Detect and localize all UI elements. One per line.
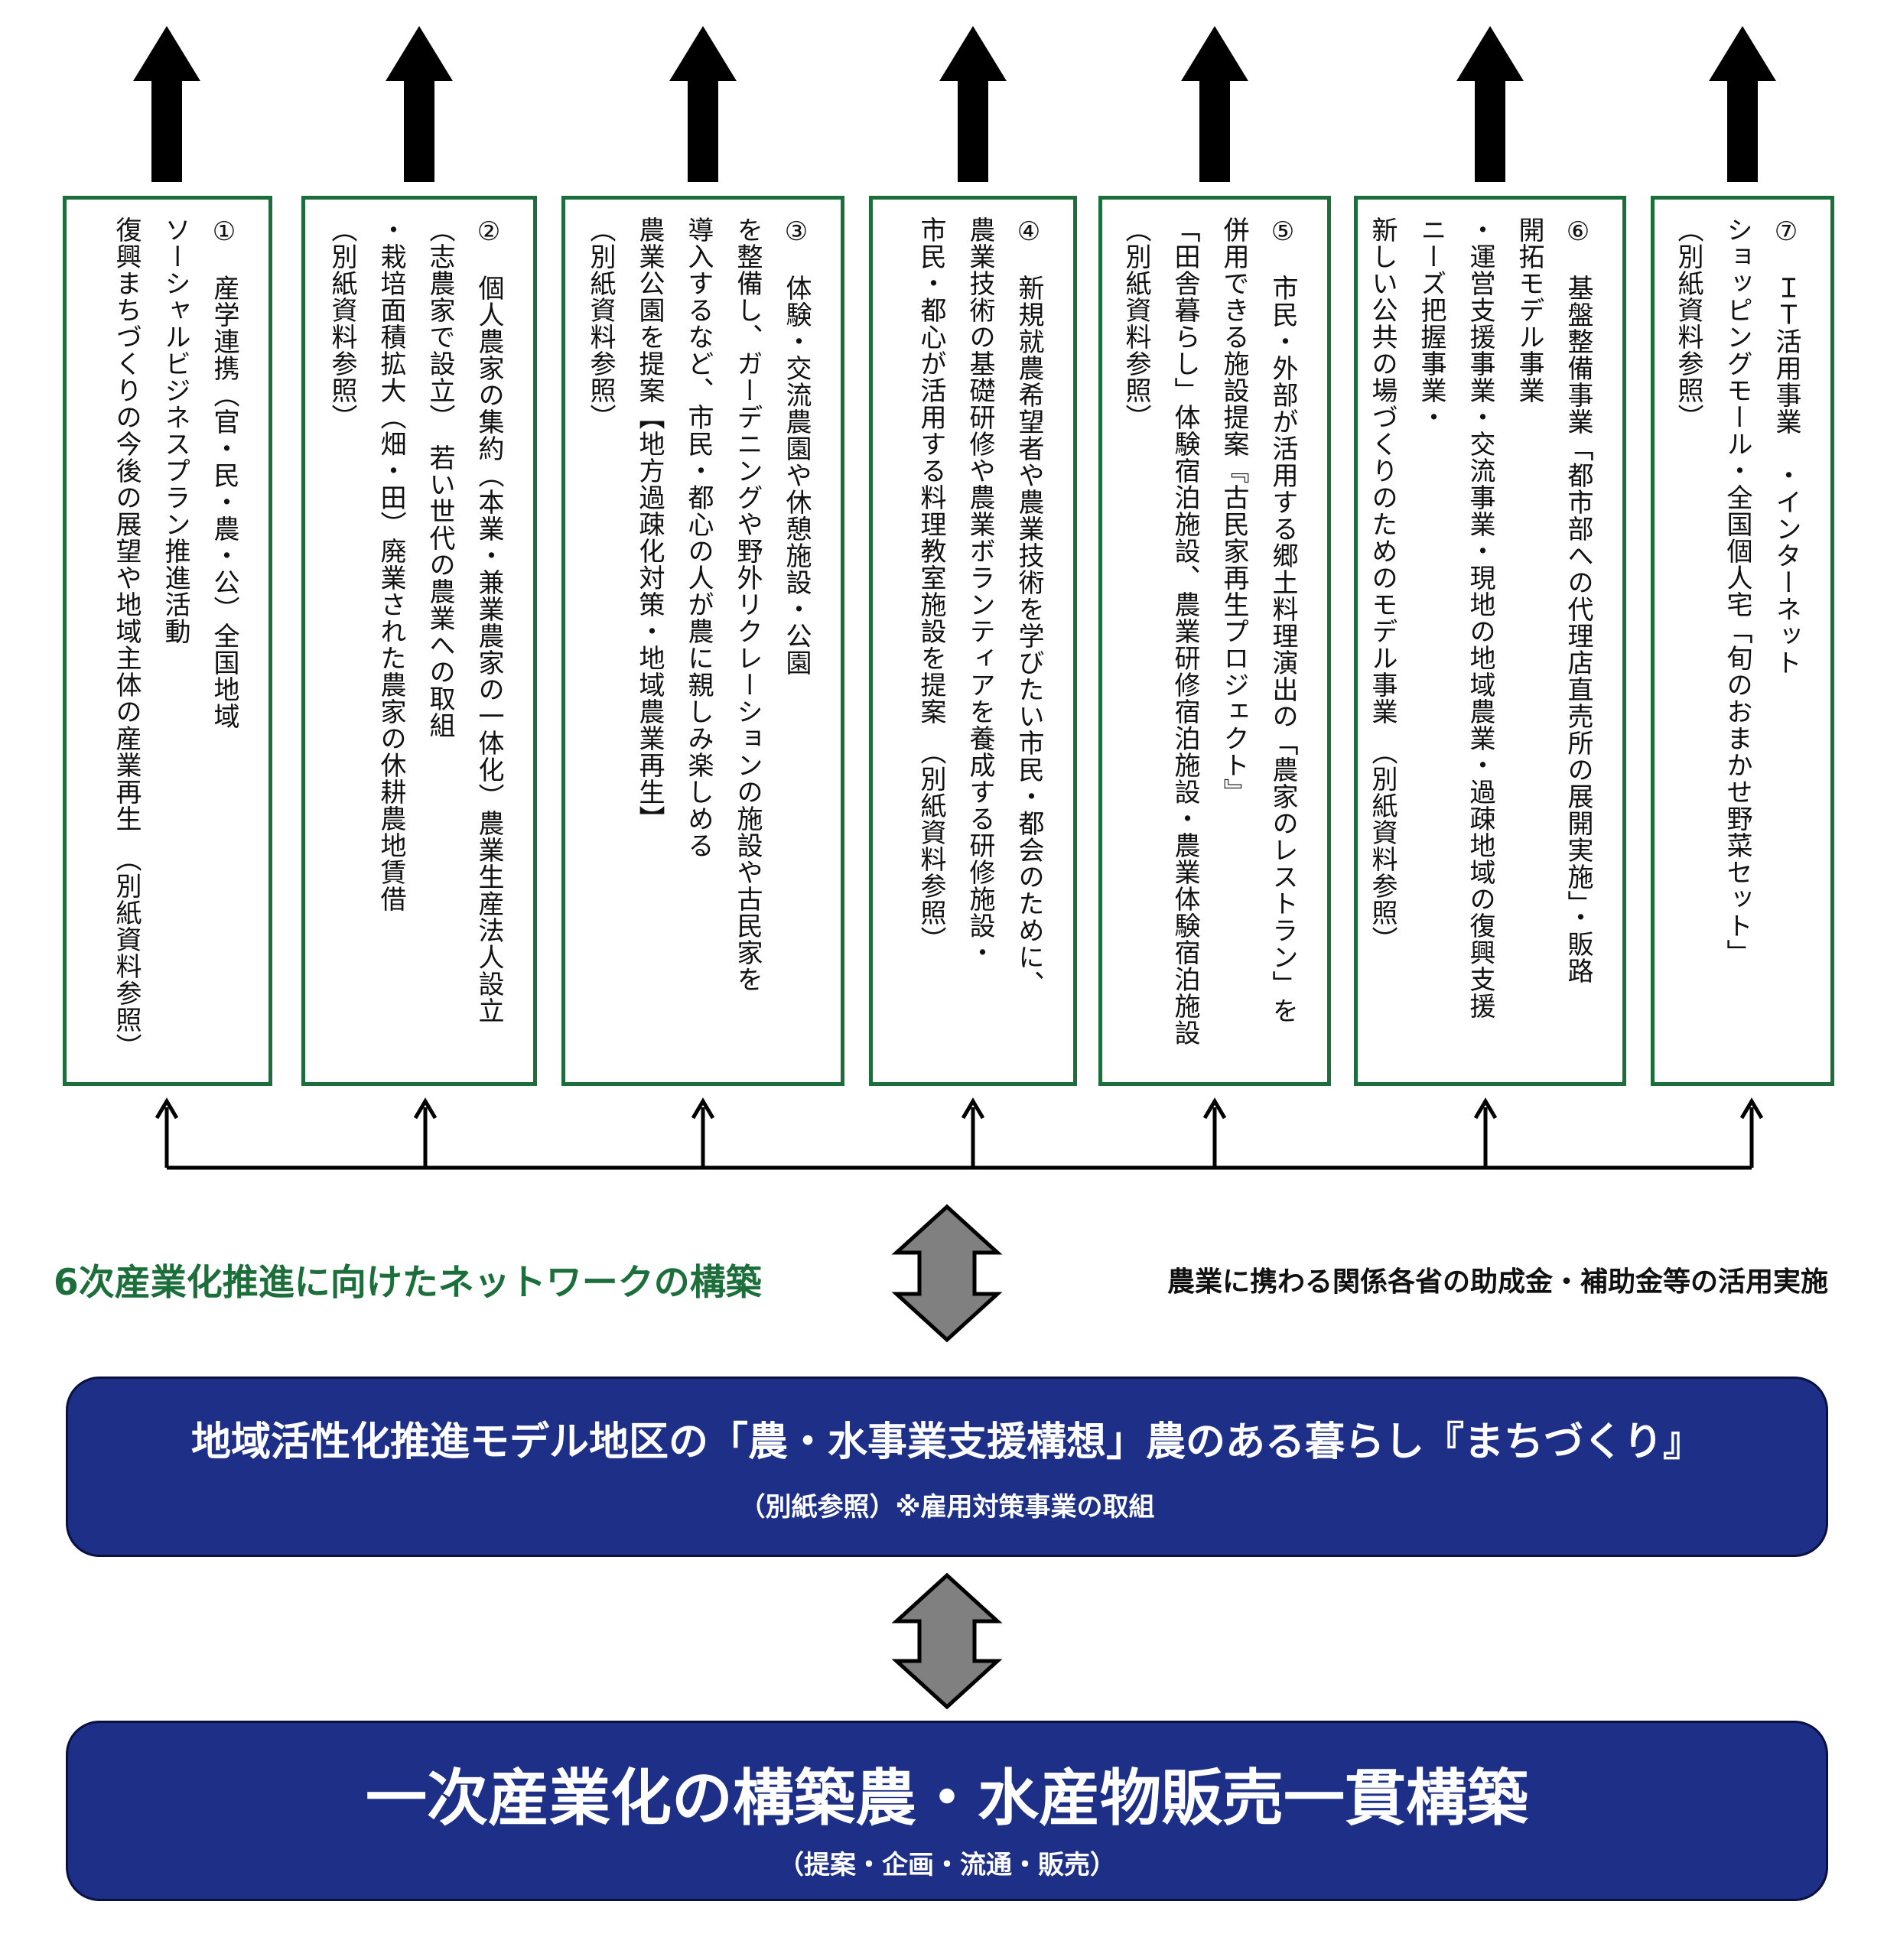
initiative-box-3: ③ 体験・交流農園や休憩施設・公園 を整備し、ガーデニングや野外リクレーションの… (561, 196, 844, 1086)
connector-arrowhead-5 (1202, 1097, 1227, 1120)
initiative-box-5-text: ⑤ 市民・外部が活用する郷土料理演出の「農家のレストラン」を 併用できる施設提案… (1111, 216, 1307, 1067)
initiative-box-6: ⑥ 基盤整備事業「都市部への代理店直売所の展開実施」・販路 開拓モデル事業 ・運… (1354, 196, 1626, 1086)
up-arrow-5 (1181, 26, 1248, 182)
initiative-6-line-4: ニーズ把握事業・ (1416, 216, 1446, 431)
initiative-5-line-2: 併用できる施設提案『古民家再生プロジェクト』 (1219, 216, 1249, 805)
initiative-box-2: ② 個人農家の集約（本業・兼業農家の一体化）農業生産法人設立 （志農家で設立） … (301, 196, 537, 1086)
initiative-4-line-3: 市民・都心が活用する料理教室施設を提案 （別紙資料参照） (916, 216, 946, 953)
initiative-4-line-1: ④ 新規就農希望者や農業技術を学びたい市民・都会のために、 (1014, 216, 1044, 997)
initiative-3-line-2: を整備し、ガーデニングや野外リクレーションの施設や古民家を (732, 216, 763, 993)
initiative-1-line-1: ① 産学連携（官・民・農・公）全国地域 (209, 216, 239, 730)
model-district-subtitle: （別紙参照）※雇用対策事業の取組 (739, 1492, 1155, 1523)
initiative-box-6-text: ⑥ 基盤整備事業「都市部への代理店直売所の展開実施」・販路 開拓モデル事業 ・運… (1358, 216, 1603, 1067)
initiative-3-line-4: 農業公園を提案【地方過疎化対策・地域農業再生】 (634, 216, 665, 832)
network-building-label: 6次産業化推進に向けたネットワークの構築 (54, 1262, 762, 1304)
initiative-7-line-1: ⑦ ＩＴ活用事業 ・インターネット (1771, 216, 1801, 676)
banner-double-arrow (891, 1572, 1003, 1710)
connector-arrowhead-7 (1739, 1097, 1764, 1120)
model-district-title: 地域活性化推進モデル地区の「農・水事業支援構想」農のある暮らし『まちづくり』 (190, 1419, 1703, 1465)
up-arrow-2 (386, 26, 453, 182)
initiative-box-4: ④ 新規就農希望者や農業技術を学びたい市民・都会のために、 農業技術の基礎研修や… (869, 196, 1077, 1086)
initiative-2-line-3: ・栽培面積拡大（畑・田）廃業された農家の休耕農地賃借 (376, 216, 406, 912)
initiative-3-line-3: 導入するなど、市民・都心の人が農に親しみ楽しめる (683, 216, 714, 859)
initiative-5-line-4: （別紙資料参照） (1121, 216, 1151, 431)
primary-industry-title: 一次産業化の構築農・水産物販売一貫構築 (366, 1763, 1528, 1834)
distribution-connector (155, 1097, 1764, 1170)
initiative-6-line-3: ・運営支援事業・交流事業・現地の地域農業・過疎地域の復興支援 (1465, 216, 1495, 1019)
up-arrow-7 (1709, 26, 1776, 182)
initiative-2-line-4: （別紙資料参照） (327, 216, 357, 431)
up-arrow-1 (133, 26, 200, 182)
initiative-3-line-1: ③ 体験・交流農園や休憩施設・公園 (781, 216, 812, 676)
initiative-box-1: ① 産学連携（官・民・農・公）全国地域 ソーシャルビジネスプラン推進活動 復興ま… (63, 196, 272, 1086)
initiative-1-line-2: ソーシャルビジネスプラン推進活動 (160, 216, 190, 645)
subsidy-utilization-label: 農業に携わる関係各省の助成金・補助金等の活用実施 (1167, 1266, 1828, 1298)
up-arrow-6 (1456, 26, 1524, 182)
connector-arrowhead-6 (1473, 1097, 1498, 1120)
initiative-box-3-text: ③ 体験・交流農園や休憩施設・公園 を整備し、ガーデニングや野外リクレーションの… (576, 216, 821, 1067)
initiative-box-7: ⑦ ＩＴ活用事業 ・インターネット ショッピングモール・全国個人宅「旬のおまかせ… (1651, 196, 1834, 1086)
connector-arrowhead-3 (691, 1097, 715, 1120)
initiative-1-line-3: 復興まちづくりの今後の展望や地域主体の産業再生 （別紙資料参照） (111, 216, 142, 1060)
initiative-2-line-1: ② 個人農家の集約（本業・兼業農家の一体化）農業生産法人設立 (473, 216, 504, 1024)
connector-arrowhead-1 (155, 1097, 179, 1120)
up-arrow-3 (669, 26, 737, 182)
initiative-box-7-text: ⑦ ＩＴ活用事業 ・インターネット ショッピングモール・全国個人宅「旬のおまかせ… (1664, 216, 1811, 1067)
initiative-4-line-2: 農業技術の基礎研修や農業ボランティアを養成する研修施設・ (965, 216, 995, 966)
initiative-2-line-2: （志農家で設立） 若い世代の農業への取組 (425, 216, 455, 739)
connector-arrowhead-2 (413, 1097, 438, 1120)
network-double-arrow (891, 1204, 1003, 1343)
initiative-box-5: ⑤ 市民・外部が活用する郷土料理演出の「農家のレストラン」を 併用できる施設提案… (1098, 196, 1331, 1086)
bidirectional-arrows (891, 1204, 1003, 1710)
up-arrow-4 (939, 26, 1007, 182)
output-arrows (133, 26, 1776, 182)
initiative-7-line-2: ショッピングモール・全国個人宅「旬のおまかせ野菜セット」 (1722, 216, 1752, 966)
primary-industry-subtitle: （提案・企画・流通・販売） (778, 1850, 1116, 1880)
initiative-6-line-5: 新しい公共の場づくりのためのモデル事業 （別紙資料参照） (1367, 216, 1398, 953)
initiative-box-1-text: ① 産学連携（官・民・農・公）全国地域 ソーシャルビジネスプラン推進活動 復興ま… (102, 216, 249, 1067)
initiative-box-2-text: ② 個人農家の集約（本業・兼業農家の一体化）農業生産法人設立 （志農家で設立） … (317, 216, 513, 1067)
initiative-6-line-2: 開拓モデル事業 (1514, 216, 1544, 404)
initiative-5-line-1: ⑤ 市民・外部が活用する郷土料理演出の「農家のレストラン」を (1267, 216, 1298, 1024)
model-district-banner: 地域活性化推進モデル地区の「農・水事業支援構想」農のある暮らし『まちづくり』 （… (66, 1377, 1828, 1557)
connector-arrowhead-4 (961, 1097, 985, 1120)
initiative-5-line-3: 「田舎暮らし」体験宿泊施設、農業研修宿泊施設・農業体験宿泊施設 (1170, 216, 1200, 1046)
initiative-box-4-text: ④ 新規就農希望者や農業技術を学びたい市民・都会のために、 農業技術の基礎研修や… (906, 216, 1053, 1067)
initiative-3-line-5: （別紙資料参照） (585, 216, 616, 431)
initiative-7-line-3: （別紙資料参照） (1673, 216, 1703, 431)
initiative-6-line-1: ⑥ 基盤整備事業「都市部への代理店直売所の展開実施」・販路 (1563, 216, 1593, 984)
primary-industry-banner: 一次産業化の構築農・水産物販売一貫構築 （提案・企画・流通・販売） (66, 1721, 1828, 1901)
